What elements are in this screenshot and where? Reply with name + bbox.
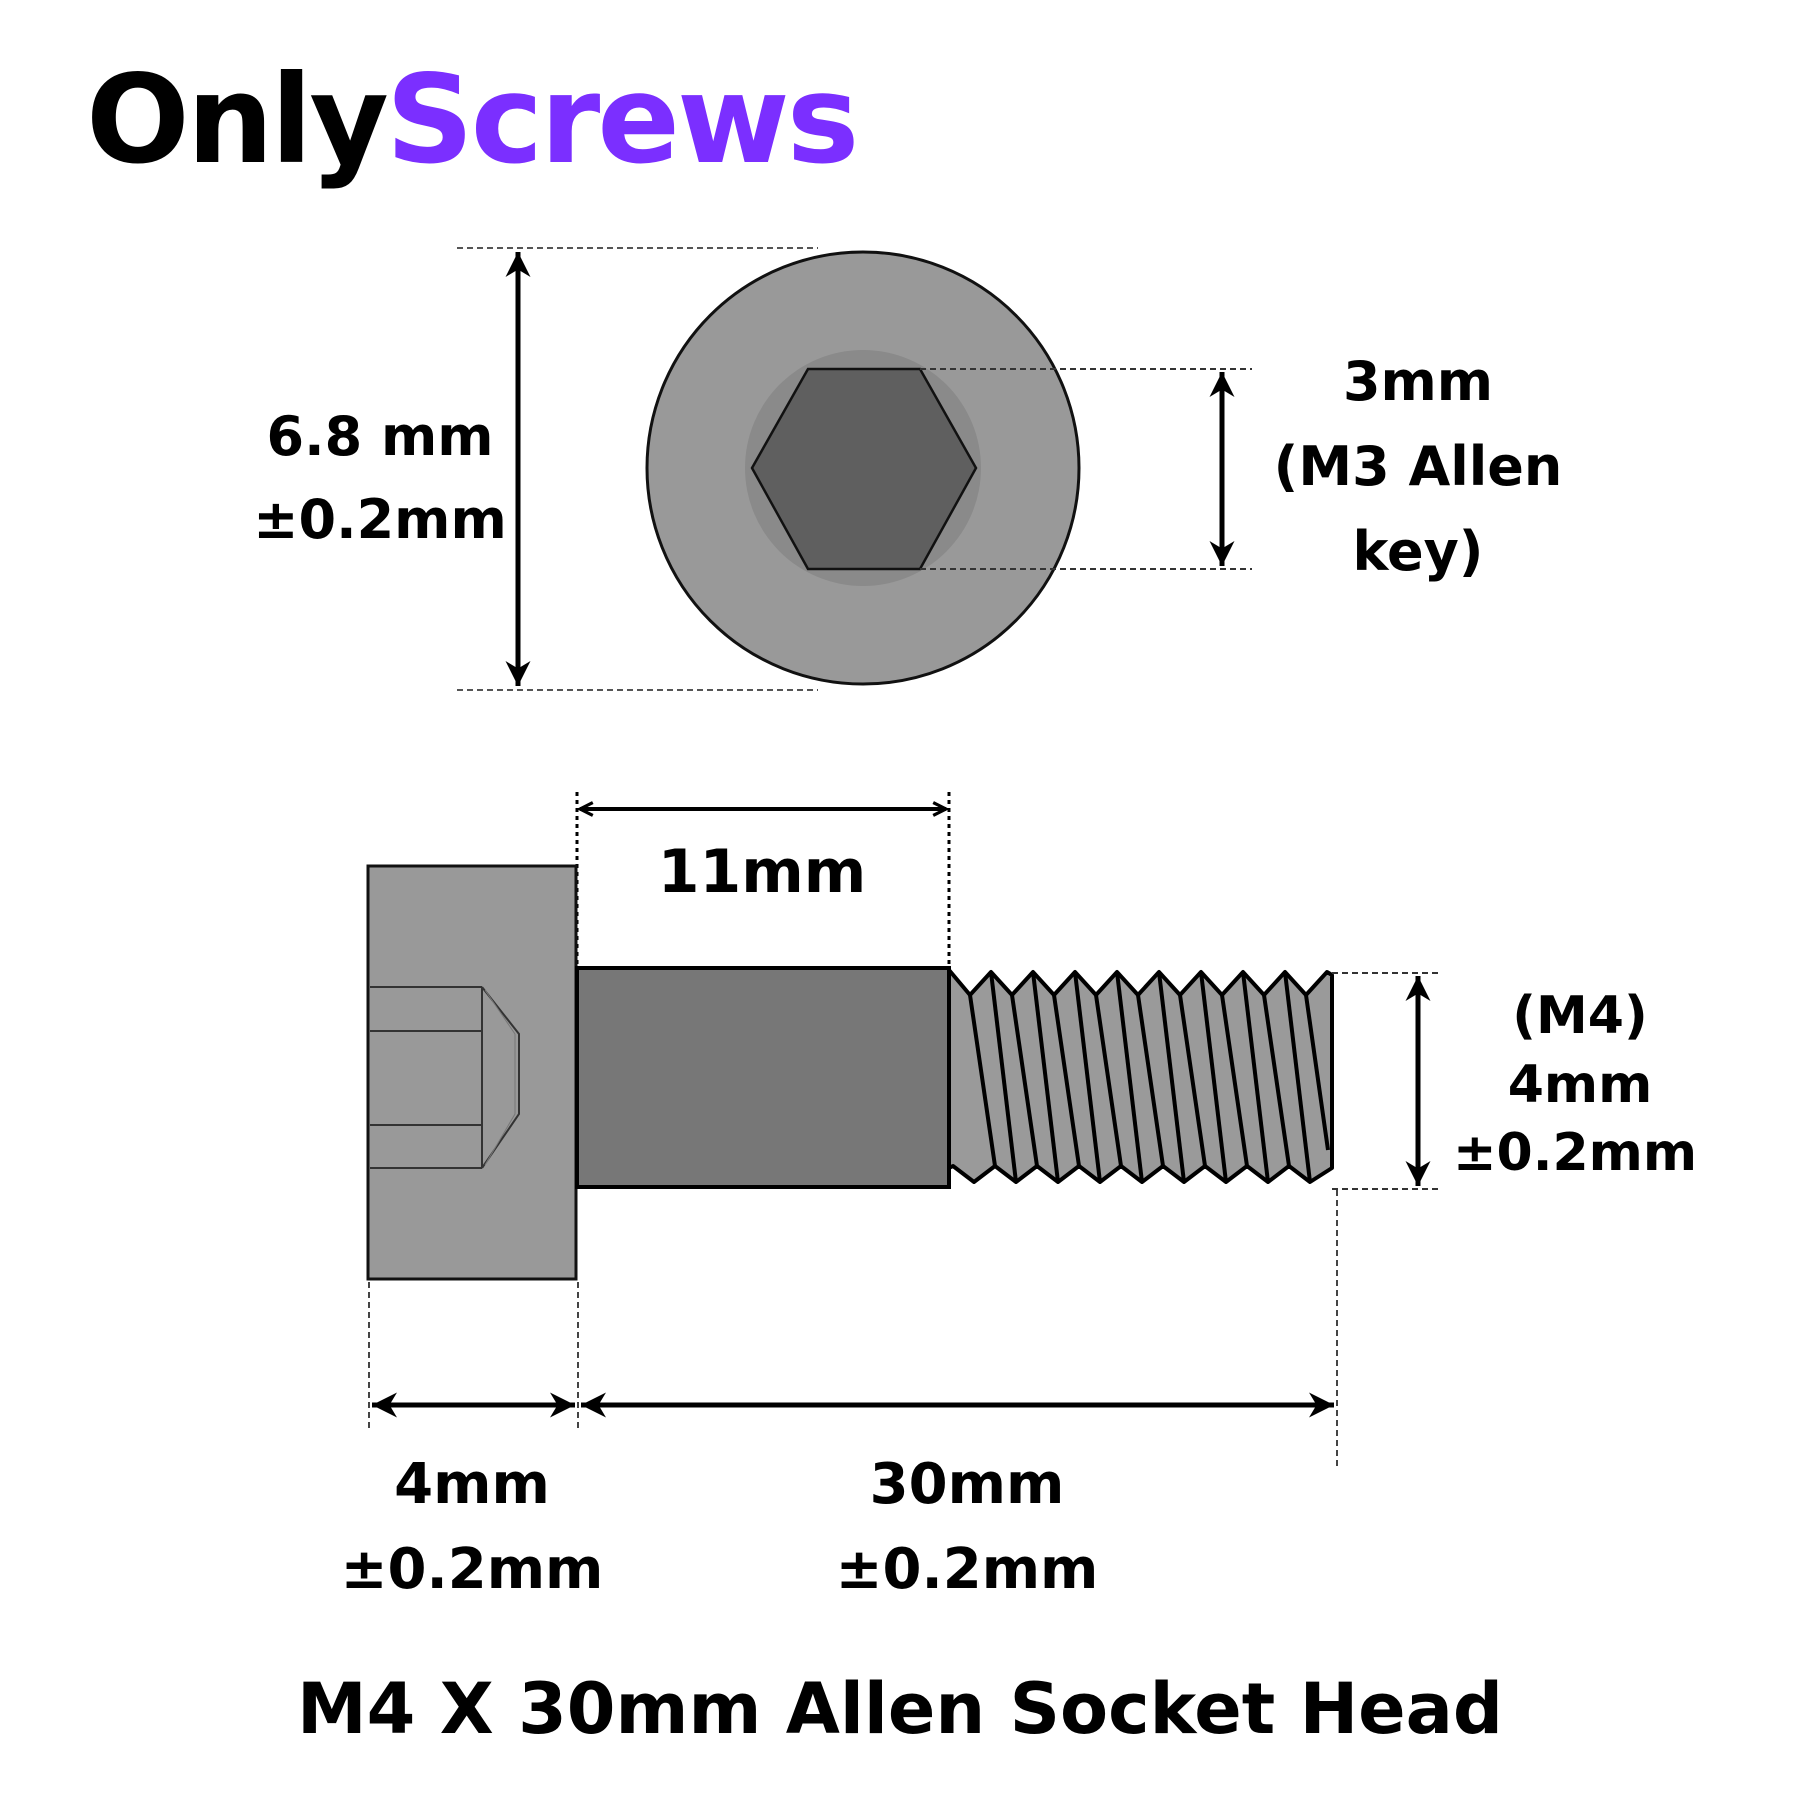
head-height-tolerance: ±0.2mm (341, 1537, 604, 1602)
socket-size-key-label: (M3 Allen (1274, 435, 1563, 498)
shank-length-label: 11mm (658, 837, 867, 907)
brand-name-screws: Screws (386, 49, 856, 191)
brand-name-only: Only (86, 49, 387, 191)
screw-head-side (366, 864, 578, 1281)
top-view: 6.8 mm ±0.2mm 3mm (M3 Allen key) (253, 247, 1563, 691)
side-view: 11mm (341, 792, 1697, 1602)
svg-text:OnlyScrews: OnlyScrews (86, 49, 856, 191)
thread-diameter-tolerance: ±0.2mm (1453, 1123, 1697, 1183)
thread-size-label: (M4) (1512, 986, 1647, 1046)
socket-size-key-label-2: key) (1353, 520, 1484, 583)
head-height-label: 4mm (394, 1452, 550, 1517)
head-diameter-tolerance: ±0.2mm (253, 488, 506, 551)
socket-hidden-lines (370, 986, 520, 1169)
thread-diameter-label: 4mm (1508, 1055, 1653, 1115)
screw-threads (947, 968, 1334, 1184)
screw-shank (575, 966, 951, 1189)
hex-socket-icon (750, 367, 978, 571)
socket-size-label: 3mm (1343, 350, 1493, 413)
screw-length-label: 30mm (870, 1452, 1065, 1517)
screw-length-tolerance: ±0.2mm (836, 1537, 1099, 1602)
head-diameter-label: 6.8 mm (267, 405, 494, 468)
product-caption: M4 X 30mm Allen Socket Head (297, 1668, 1503, 1750)
brand-logo: OnlyScrews (86, 49, 859, 191)
